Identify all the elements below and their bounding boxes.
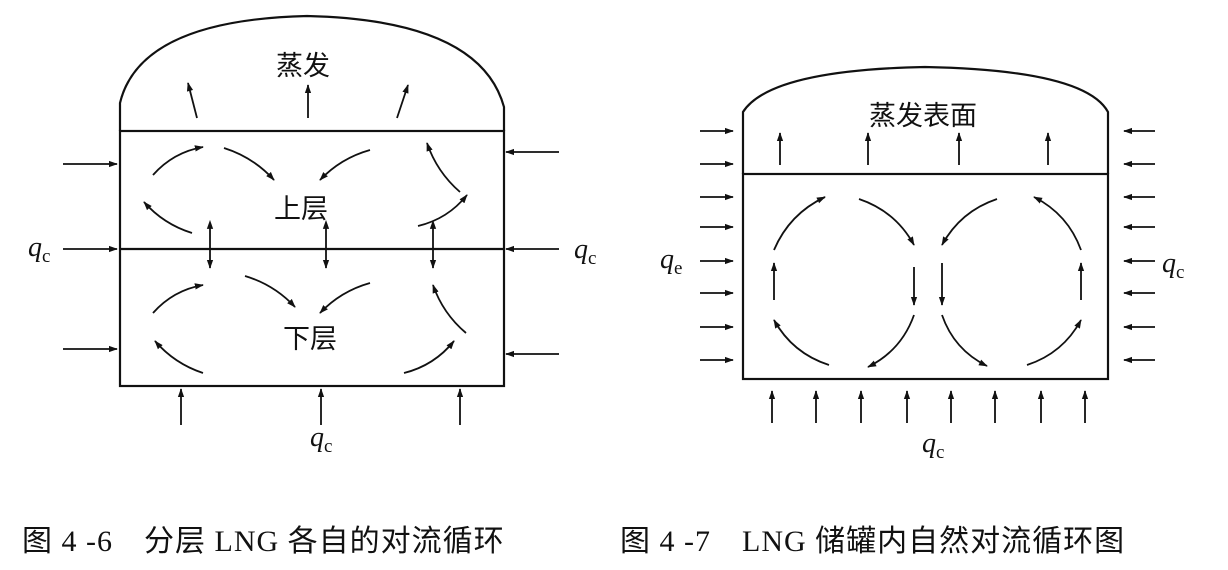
tank-4-6-dome (118, 14, 506, 131)
tank-4-6-body (118, 129, 506, 388)
heat-flux-bottom-label: qc (310, 422, 332, 457)
evaporation-arrow (396, 84, 409, 119)
circulation-arrow (941, 314, 988, 367)
tank-4-6-arrows (63, 82, 559, 425)
evaporation-label: 蒸发 (276, 51, 330, 82)
tank-4-7-dome (741, 65, 1110, 174)
circulation-arrow (417, 194, 468, 227)
circulation-arrow (403, 340, 455, 374)
heat-flux-right-label-4-7: qc (1162, 248, 1184, 283)
circulation-arrow (319, 282, 371, 314)
evaporation-surface-label: 蒸发表面 (869, 101, 977, 132)
tank-4-7-arrows (700, 127, 1155, 423)
upper-layer-label: 上层 (274, 194, 328, 225)
circulation-arrow (143, 201, 193, 234)
circulation-arrow (426, 142, 461, 193)
circulation-arrow (152, 145, 204, 176)
lower-layer-label: 下层 (283, 324, 337, 355)
caption-figure-4-6: 图 4 -6 分层 LNG 各自的对流循环 (22, 525, 505, 558)
heat-flux-left-label-4-7: qe (660, 244, 682, 279)
circulation-arrow (773, 319, 830, 366)
circulation-arrow (941, 198, 998, 246)
circulation-arrow (773, 196, 826, 251)
tank-4-6 (118, 14, 506, 388)
circulation-arrow (1026, 319, 1082, 366)
circulation-arrow (319, 149, 371, 181)
heat-flux-bottom-label-4-7: qc (922, 428, 944, 463)
circulation-arrow (867, 314, 915, 368)
tank-4-7-body (741, 172, 1110, 381)
heat-flux-left-label: qc (28, 232, 50, 267)
circulation-arrow (152, 283, 204, 314)
caption-figure-4-7: 图 4 -7 LNG 储罐内自然对流循环图 (620, 525, 1126, 558)
circulation-arrow (432, 284, 467, 334)
circulation-arrow (244, 275, 296, 308)
tank-4-7 (741, 65, 1110, 381)
circulation-arrow (154, 340, 204, 374)
circulation-arrow (1033, 196, 1082, 251)
circulation-arrow (858, 198, 915, 246)
evaporation-arrow (186, 82, 198, 119)
heat-flux-right-label: qc (574, 234, 596, 269)
circulation-arrow (223, 147, 275, 181)
